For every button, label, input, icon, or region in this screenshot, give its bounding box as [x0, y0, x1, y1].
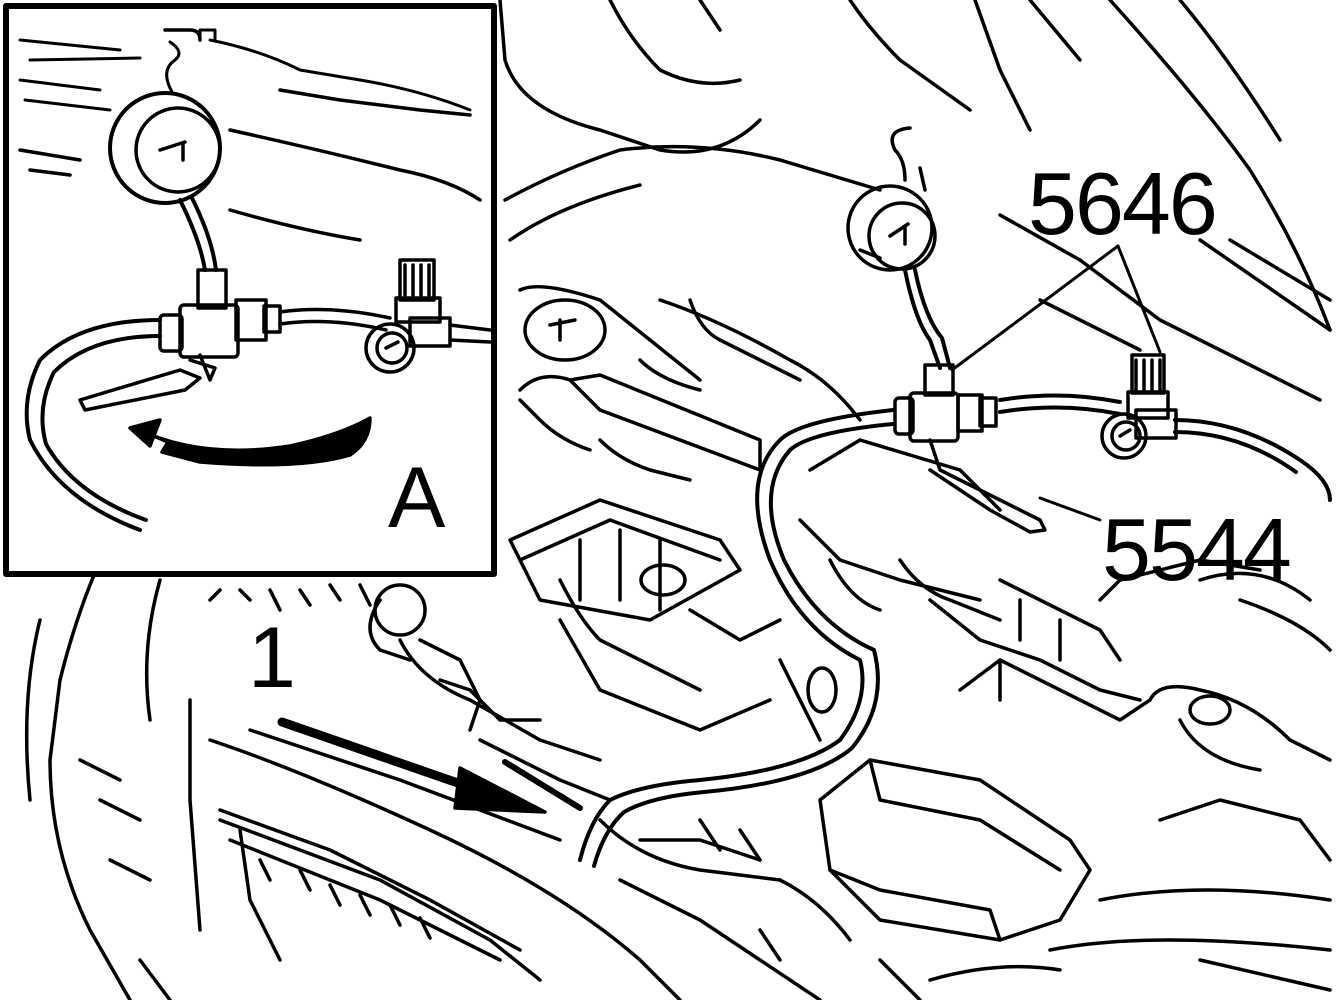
arrow-pointer-icon: [277, 717, 583, 814]
leader-lines: [950, 244, 1162, 522]
engine-bay: [24, 0, 1332, 1002]
tool-number-5544: 5544: [1102, 500, 1292, 599]
tee-valve-icon: [893, 363, 1047, 534]
pressure-gauge-icon: [846, 126, 952, 370]
detail-inset: [3, 3, 497, 577]
callout-1: 1: [248, 610, 296, 706]
tool-number-5646: 5646: [1028, 154, 1218, 253]
test-hose: [578, 393, 1332, 868]
test-gauge-icon: [1100, 353, 1178, 460]
detail-label-a: A: [388, 450, 446, 546]
